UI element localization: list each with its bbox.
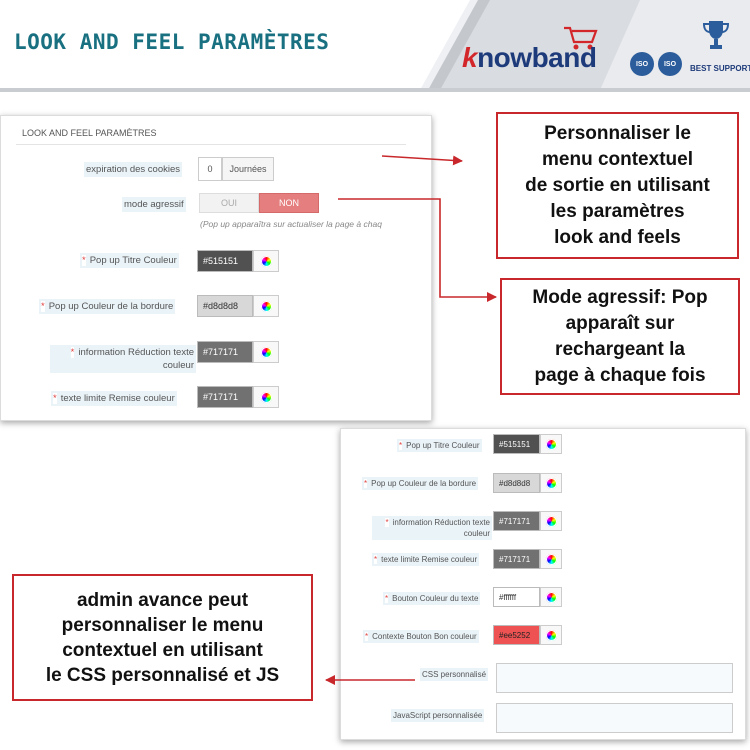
button-background-color-label: *Contexte Bouton Bon couleur <box>363 630 479 643</box>
border-color-label: *Pop up Couleur de la bordure <box>362 477 479 490</box>
color-picker-button[interactable] <box>540 434 562 454</box>
color-picker-button[interactable] <box>540 587 562 607</box>
aggressive-mode-hint: (Pop up apparaîtra sur actualiser la pag… <box>200 219 382 229</box>
panel-heading: LOOK AND FEEL PARAMÈTRES <box>22 128 157 138</box>
color-picker-button[interactable] <box>253 341 279 363</box>
discount-info-color-label: *information Réduction texte couleur <box>372 516 492 540</box>
custom-css-textarea[interactable] <box>496 663 733 693</box>
header-banner: LOOK AND FEEL PARAMÈTRES knowband ISO IS… <box>0 0 750 90</box>
cookie-expiration-label: expiration des cookies <box>84 162 182 177</box>
color-picker-button[interactable] <box>540 511 562 531</box>
button-text-color-input[interactable]: #ffffff <box>493 587 540 607</box>
color-picker-button[interactable] <box>540 549 562 569</box>
button-background-color-input[interactable]: #ee5252 <box>493 625 540 645</box>
color-picker-button[interactable] <box>540 625 562 645</box>
discount-info-color-input[interactable]: #717171 <box>493 511 540 531</box>
discount-info-color-label: *information Réduction texte couleur <box>50 345 196 373</box>
custom-js-textarea[interactable] <box>496 703 733 733</box>
title-color-input[interactable]: #515151 <box>197 250 253 272</box>
callout-aggressive-mode: Mode agressif: Pop apparaît sur recharge… <box>500 278 740 395</box>
cart-icon <box>564 26 598 50</box>
title-color-label: *Pop up Titre Couleur <box>397 439 482 452</box>
custom-css-label: CSS personnalisé <box>420 668 489 681</box>
color-wheel-icon <box>545 515 557 527</box>
color-wheel-icon <box>545 591 557 603</box>
discount-limit-color-label: *texte limite Remise couleur <box>372 553 480 566</box>
discount-limit-color-input[interactable]: #717171 <box>197 386 253 408</box>
cookie-unit-addon: Journées <box>222 157 274 181</box>
best-support-label: BEST SUPPORT <box>690 64 750 73</box>
discount-limit-color-label: *texte limite Remise couleur <box>51 391 177 406</box>
color-picker-button[interactable] <box>253 295 279 317</box>
color-wheel-icon <box>545 553 557 565</box>
color-picker-button[interactable] <box>540 473 562 493</box>
discount-limit-color-input[interactable]: #717171 <box>493 549 540 569</box>
color-wheel-icon <box>260 346 272 358</box>
title-color-input[interactable]: #515151 <box>493 434 540 454</box>
title-color-label: *Pop up Titre Couleur <box>80 253 179 268</box>
toggle-non[interactable]: NON <box>259 193 319 213</box>
iso-badge: ISO <box>658 52 682 76</box>
custom-js-label: JavaScript personnalisée <box>391 709 485 722</box>
aggressive-mode-label: mode agressif <box>122 197 186 212</box>
color-wheel-icon <box>545 629 557 641</box>
trophy-icon <box>702 21 730 49</box>
callout-admin-custom-code: admin avance peut personnaliser le menu … <box>12 574 313 701</box>
callout-customize: Personnaliser le menu contextuel de sort… <box>496 112 739 259</box>
color-wheel-icon <box>260 255 272 267</box>
color-wheel-icon <box>260 300 272 312</box>
color-wheel-icon <box>260 391 272 403</box>
cookie-expiration-input[interactable]: 0 <box>198 157 222 181</box>
color-wheel-icon <box>545 438 557 450</box>
logo-wordmark: knowband <box>462 42 597 73</box>
header-divider <box>0 88 750 92</box>
border-color-label: *Pop up Couleur de la bordure <box>39 299 176 314</box>
knowband-logo: knowband <box>462 24 612 74</box>
toggle-oui[interactable]: OUI <box>199 193 259 213</box>
panel-heading-divider <box>16 144 406 145</box>
button-text-color-label: *Bouton Couleur du texte <box>383 592 481 605</box>
color-picker-button[interactable] <box>253 386 279 408</box>
page-title: LOOK AND FEEL PARAMÈTRES <box>14 30 330 54</box>
border-color-input[interactable]: #d8d8d8 <box>197 295 253 317</box>
discount-info-color-input[interactable]: #717171 <box>197 341 253 363</box>
iso-badge: ISO <box>630 52 654 76</box>
certification-badges: ISO ISO BEST SUPPORT <box>630 16 750 80</box>
color-picker-button[interactable] <box>253 250 279 272</box>
border-color-input[interactable]: #d8d8d8 <box>493 473 540 493</box>
color-wheel-icon <box>545 477 557 489</box>
